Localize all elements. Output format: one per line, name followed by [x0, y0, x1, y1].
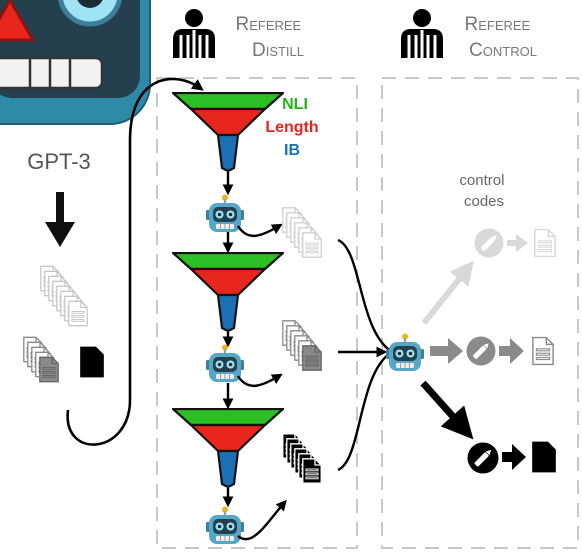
merge-arrow-top: [337, 238, 393, 354]
pencil-circle-icon: [467, 442, 499, 474]
control-codes-label: control codes: [459, 172, 508, 210]
filter-funnel-icon: [172, 252, 284, 332]
control-codes-line1: control: [459, 172, 504, 189]
distilled-documents-light: [282, 207, 322, 258]
distilled-documents-dark: [282, 433, 322, 484]
gpt3-to-filter-arrow: [66, 77, 204, 446]
filter-ib-label: IB: [284, 142, 300, 159]
referee-control-icon: [401, 9, 443, 58]
pencil-circle-icon: [466, 336, 496, 366]
gpt3-down-arrow-icon: [45, 192, 75, 247]
arrow-icon: [507, 234, 528, 252]
referee-distill-title: Referee Distill: [235, 14, 306, 61]
robot-to-documents-arrow: [236, 223, 283, 237]
distilled-documents-mid: [282, 320, 322, 371]
filter-funnel-icon: [172, 408, 284, 488]
arrow-icon: [499, 338, 524, 364]
robot-to-documents-arrow: [237, 499, 287, 541]
referee-distill-box: [156, 77, 358, 549]
control-branch-dark-arrow: [420, 380, 474, 440]
referee-control-box: [381, 77, 579, 549]
referee-distill-title-line2: Distill: [252, 40, 304, 61]
robot-to-documents-arrow: [236, 373, 283, 387]
control-robot-icon: [385, 333, 425, 372]
control-output-document-mid: [532, 336, 554, 366]
filter-length-label: Length: [265, 119, 318, 136]
merge-arrow-bottom: [337, 350, 393, 472]
referee-control-title: Referee Control: [464, 14, 536, 61]
referee-control-title-line2: Control: [469, 40, 537, 61]
referee-distill-title-line1: Referee: [235, 14, 301, 35]
control-branch-light-arrow: [421, 260, 474, 325]
gpt3-label: GPT-3: [27, 149, 91, 174]
control-output-document-light: [534, 228, 556, 258]
gpt3-generated-documents: [23, 265, 104, 383]
pencil-circle-icon: [474, 228, 504, 258]
control-branch-mid-arrow: [430, 338, 463, 364]
referee-distill-icon: [173, 9, 215, 58]
arrow-icon: [502, 444, 526, 470]
control-output-document-dark: [532, 441, 556, 473]
gpt3-robot-icon: [0, 0, 151, 125]
student-robot-icon: [205, 506, 245, 545]
filter-nli-label: NLI: [282, 96, 308, 113]
control-codes-line2: codes: [464, 193, 504, 210]
filter-legend: NLI Length IB: [265, 96, 318, 159]
referee-control-title-line1: Referee: [464, 14, 530, 35]
